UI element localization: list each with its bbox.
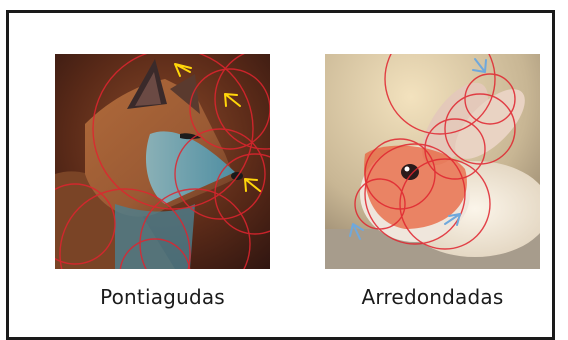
rabbit-photo-panel bbox=[325, 54, 540, 269]
fox-illustration bbox=[55, 54, 270, 269]
figure-frame: Pontiagudas Arredondadas bbox=[6, 10, 555, 340]
pointed-caption: Pontiagudas bbox=[55, 285, 270, 309]
rabbit-illustration bbox=[325, 54, 540, 269]
rounded-caption: Arredondadas bbox=[325, 285, 540, 309]
fox-photo-panel bbox=[55, 54, 270, 269]
